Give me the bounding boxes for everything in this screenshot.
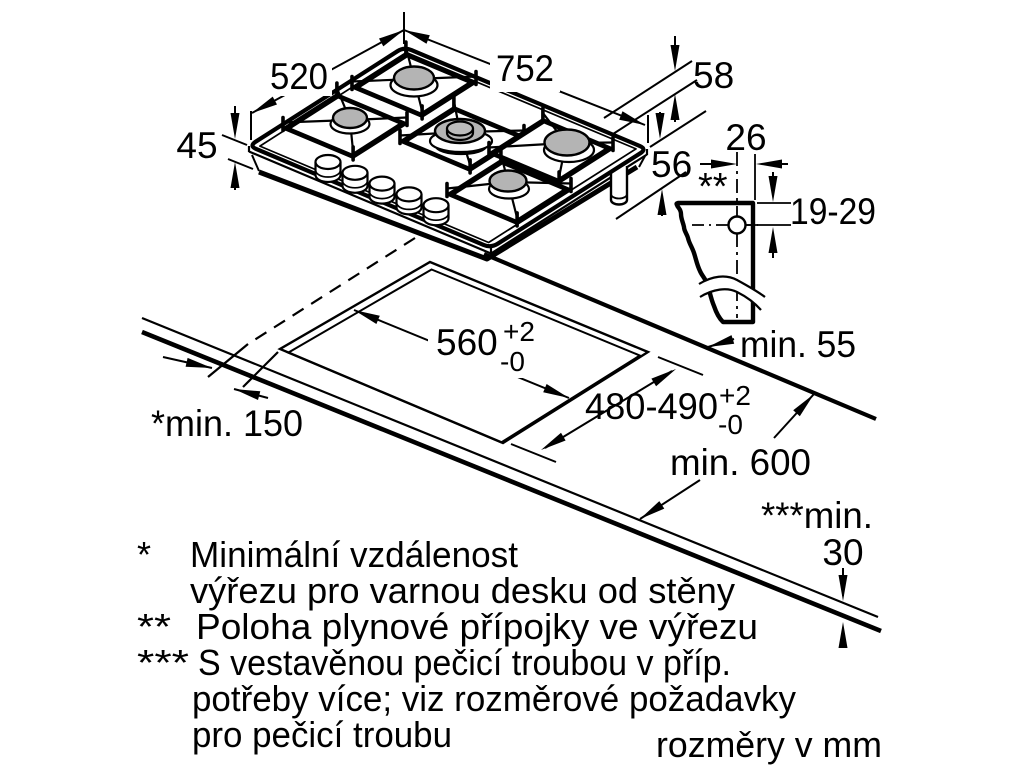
svg-text:19-29: 19-29	[790, 191, 876, 232]
svg-text:min. 600: min. 600	[670, 442, 811, 483]
svg-text:58: 58	[693, 55, 734, 96]
svg-text:-0: -0	[500, 346, 525, 377]
svg-text:*min. 150: *min. 150	[151, 403, 303, 444]
svg-text:výřezu pro varnou desku od stě: výřezu pro varnou desku od stěny	[190, 570, 735, 611]
svg-text:**: **	[137, 606, 171, 647]
svg-text:-0: -0	[718, 409, 743, 440]
svg-text:S vestavěnou pečicí troubou v: S vestavěnou pečicí troubou v příp.	[198, 642, 731, 683]
svg-text:45: 45	[176, 125, 217, 166]
svg-text:520: 520	[270, 56, 328, 97]
svg-text:**: **	[698, 166, 728, 208]
svg-text:Minimální vzdálenost: Minimální vzdálenost	[190, 534, 518, 575]
svg-text:+2: +2	[503, 316, 535, 347]
svg-text:30: 30	[822, 532, 863, 573]
svg-text:*: *	[137, 534, 151, 575]
svg-text:min. 55: min. 55	[740, 324, 856, 365]
svg-text:***min.: ***min.	[761, 495, 873, 536]
svg-text:26: 26	[725, 117, 766, 158]
svg-text:752: 752	[496, 48, 554, 89]
svg-text:rozměry v mm: rozměry v mm	[656, 724, 882, 765]
svg-text:480-490: 480-490	[585, 386, 718, 427]
svg-text:potřeby více; viz rozměrové po: potřeby více; viz rozměrové požadavky	[192, 678, 796, 719]
svg-text:pro pečicí troubu: pro pečicí troubu	[192, 714, 452, 755]
svg-text:Poloha plynové přípojky ve výř: Poloha plynové přípojky ve výřezu	[196, 606, 758, 647]
svg-text:560: 560	[436, 322, 498, 363]
svg-text:+2: +2	[719, 380, 751, 411]
svg-text:***: ***	[137, 642, 189, 683]
svg-text:56: 56	[651, 144, 692, 185]
